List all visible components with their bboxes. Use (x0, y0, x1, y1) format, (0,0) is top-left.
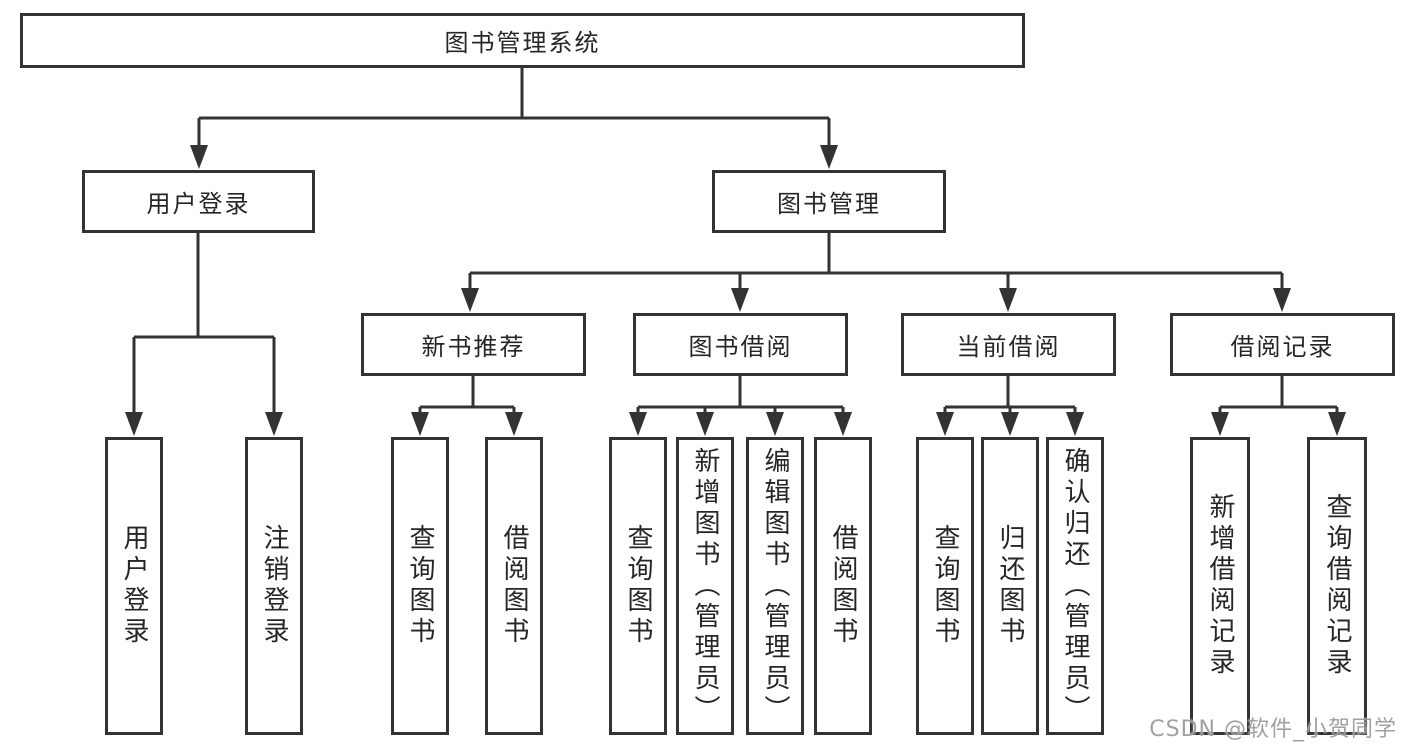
node-borrow-record-label: 借阅记录 (1230, 333, 1335, 361)
leaf-borrow-add-admin: 新增图书（管理员） (676, 437, 734, 735)
leaf-record-query: 查询借阅记录 (1307, 437, 1367, 735)
node-user-login: 用户登录 (82, 170, 315, 233)
node-book-management: 图书管理 (712, 170, 946, 233)
leaf-current-confirm-admin-label: 确认归还（管理员） (1060, 446, 1090, 726)
leaf-borrow-book-label: 借阅图书 (828, 524, 858, 648)
node-new-book-recommend-label: 新书推荐 (421, 333, 526, 361)
node-root: 图书管理系统 (20, 13, 1025, 68)
connector-new-book-children (411, 376, 523, 436)
connector-root-to-level2 (190, 68, 838, 169)
leaf-newbook-query: 查询图书 (391, 437, 449, 735)
leaf-borrow-book: 借阅图书 (814, 437, 872, 735)
leaf-record-add: 新增借阅记录 (1190, 437, 1250, 735)
node-borrow-record: 借阅记录 (1170, 313, 1395, 376)
leaf-borrow-add-admin-label: 新增图书（管理员） (690, 446, 720, 726)
node-user-login-label: 用户登录 (146, 190, 251, 218)
node-book-management-label: 图书管理 (777, 190, 881, 218)
leaf-current-query-label: 查询图书 (930, 524, 960, 648)
connector-current-borrow-children (936, 376, 1084, 436)
connector-borrow-record-children (1211, 376, 1346, 436)
leaf-newbook-borrow-label: 借阅图书 (499, 524, 529, 648)
leaf-current-return-label: 归还图书 (995, 524, 1025, 648)
leaf-user-login: 用户登录 (105, 437, 163, 735)
leaf-borrow-query: 查询图书 (609, 437, 667, 735)
node-book-borrow: 图书借阅 (633, 313, 848, 376)
node-current-borrow-label: 当前借阅 (956, 333, 1061, 361)
leaf-borrow-edit-admin-label: 编辑图书（管理员） (760, 446, 790, 726)
csdn-watermark: CSDN @软件_小贺同学 (1149, 717, 1397, 742)
leaf-borrow-query-label: 查询图书 (623, 524, 653, 648)
node-root-label: 图书管理系统 (444, 29, 601, 57)
leaf-user-login-label: 用户登录 (119, 524, 149, 648)
leaf-current-query: 查询图书 (916, 437, 974, 735)
leaf-logout-label: 注销登录 (259, 524, 289, 648)
node-book-borrow-label: 图书借阅 (688, 333, 793, 361)
leaf-logout: 注销登录 (245, 437, 303, 735)
leaf-newbook-borrow: 借阅图书 (485, 437, 543, 735)
node-new-book-recommend: 新书推荐 (361, 313, 586, 376)
connector-user-login-children (125, 233, 283, 436)
leaf-record-query-label: 查询借阅记录 (1322, 493, 1352, 679)
leaf-newbook-query-label: 查询图书 (405, 524, 435, 648)
leaf-borrow-edit-admin: 编辑图书（管理员） (746, 437, 804, 735)
node-current-borrow: 当前借阅 (901, 313, 1116, 376)
connector-book-borrow-children (629, 376, 852, 436)
leaf-current-confirm-admin: 确认归还（管理员） (1046, 437, 1104, 735)
leaf-record-add-label: 新增借阅记录 (1205, 493, 1235, 679)
leaf-current-return: 归还图书 (981, 437, 1039, 735)
connector-book-management-children (461, 233, 1291, 312)
